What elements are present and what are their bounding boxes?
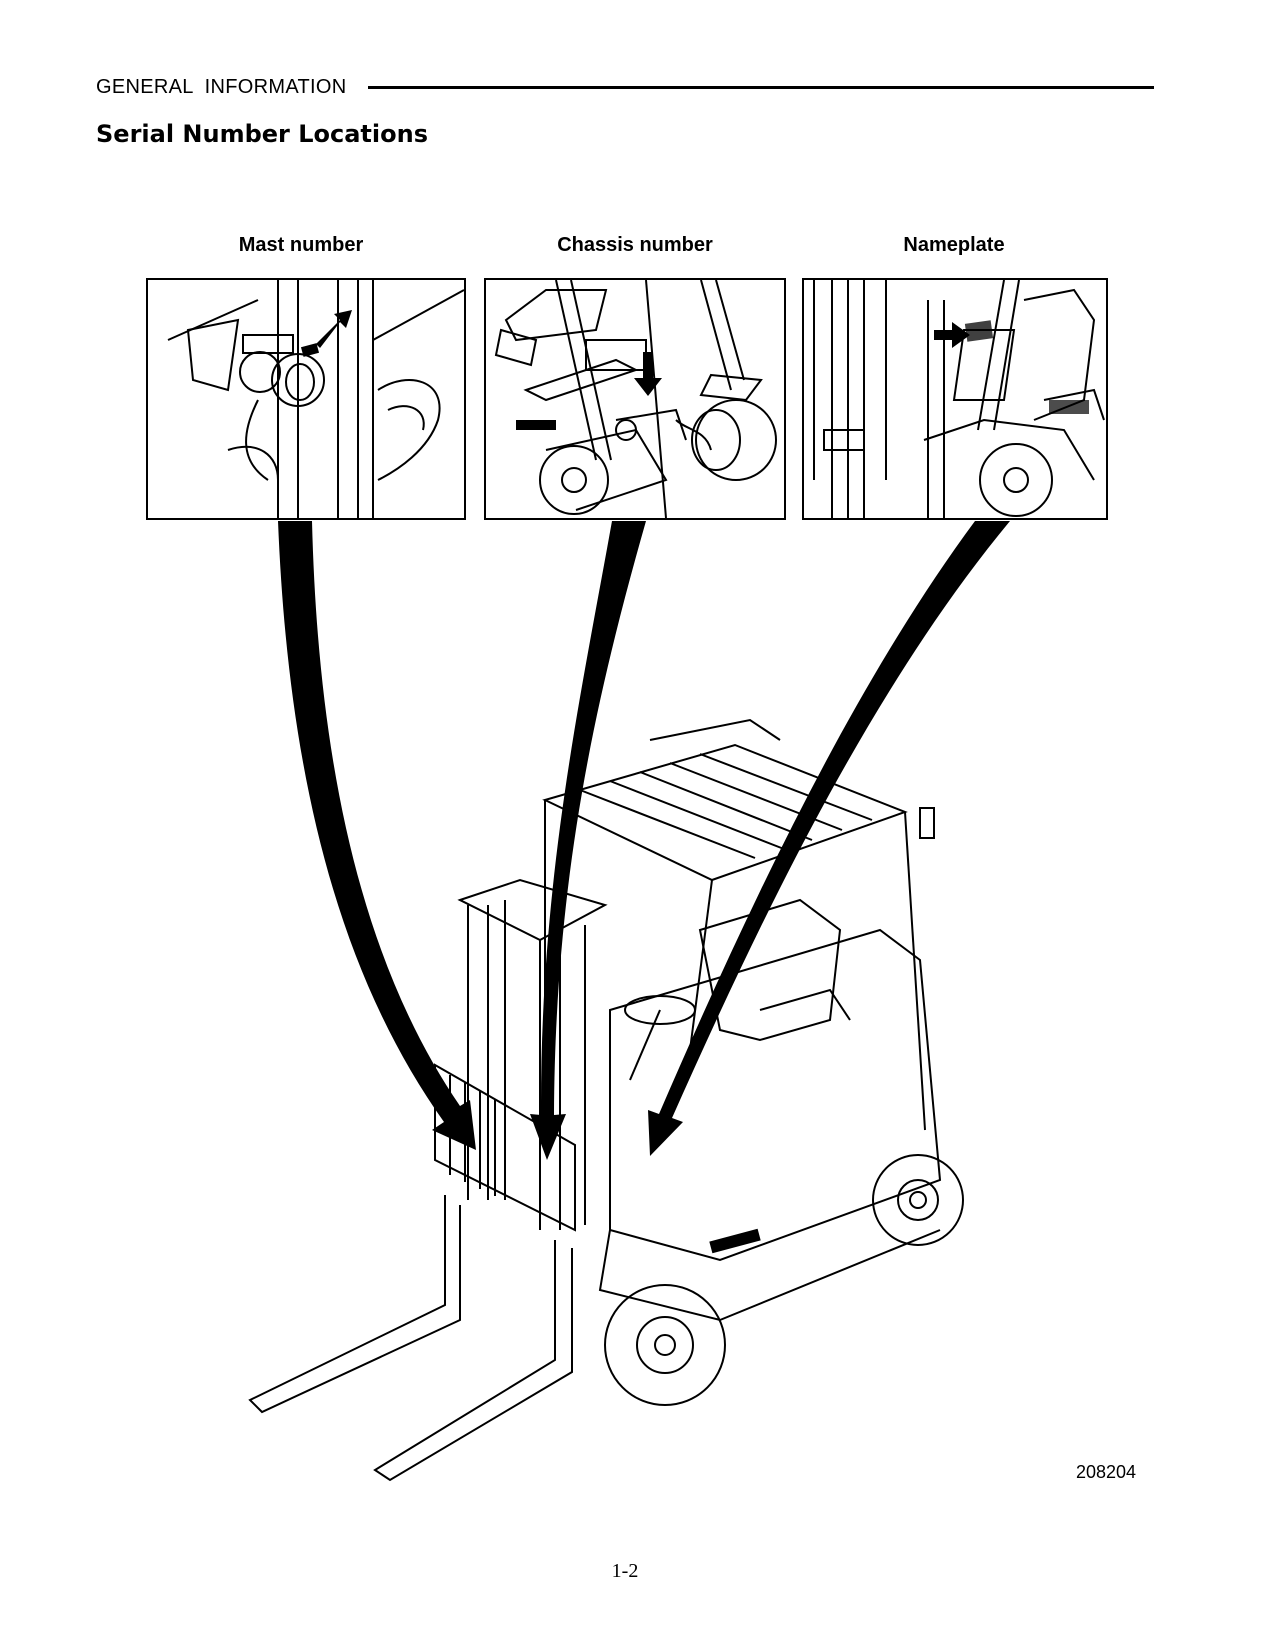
figure-number: 208204: [1076, 1462, 1137, 1482]
mast-number-inset: [146, 278, 466, 520]
header-rule: [368, 86, 1154, 89]
caption-nameplate: Nameplate: [903, 234, 1005, 256]
chassis-number-plate-icon: [494, 280, 777, 518]
page-number: 1-2: [611, 1560, 639, 1582]
nameplate-icon: [813, 280, 1105, 518]
nameplate-inset: [802, 278, 1108, 520]
caption-chassis-number: Chassis number: [557, 234, 713, 256]
mast-number-plate-icon: [167, 280, 464, 518]
chassis-number-inset: [484, 278, 786, 520]
page-title: Serial Number Locations: [96, 120, 428, 148]
section-header: GENERAL INFORMATION: [96, 76, 1156, 106]
section-label: GENERAL INFORMATION: [96, 76, 347, 98]
caption-mast-number: Mast number: [238, 234, 364, 256]
